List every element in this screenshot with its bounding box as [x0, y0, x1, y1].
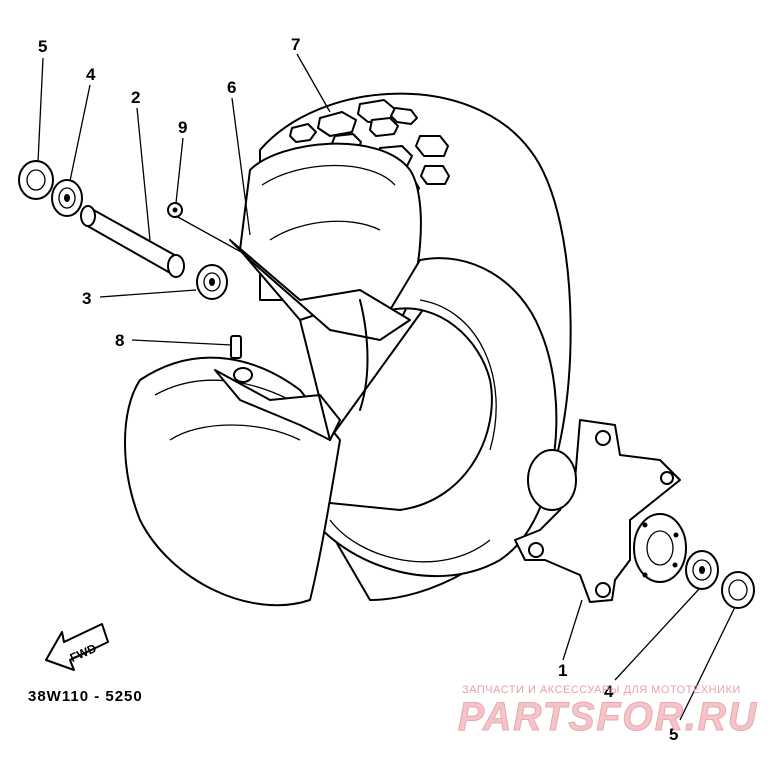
nut	[167, 202, 183, 218]
drawing-code: 38W110 - 5250	[28, 688, 143, 705]
watermark-logo: PARTSFOR.RU	[458, 695, 758, 739]
bearing-right	[685, 550, 719, 590]
callout-5-left: 5	[38, 37, 47, 56]
bearing-center	[196, 264, 228, 300]
watermark-tagline: ЗАПЧАСТИ И АКСЕССУАРЫ ДЛЯ МОТОТЕХНИКИ	[462, 684, 741, 696]
callout-7: 7	[291, 35, 300, 54]
steering-knuckle	[514, 419, 687, 603]
callout-6: 6	[227, 78, 236, 97]
fwd-arrow-icon: FWD	[45, 623, 109, 671]
bearing-left	[51, 179, 83, 217]
oil-seal-left	[18, 160, 54, 200]
callout-4-left: 4	[86, 65, 96, 84]
watermark: ЗАПЧАСТИ И АКСЕССУАРЫ ДЛЯ МОТОТЕХНИКИ PA…	[458, 684, 758, 740]
oil-seal-right	[721, 571, 755, 609]
axle-shaft	[80, 205, 185, 278]
callout-2: 2	[131, 88, 140, 107]
callout-labels: 5 4 2 9 6 7 3 8 1 4 5	[38, 35, 678, 744]
callout-3: 3	[82, 289, 91, 308]
leader-lines	[37, 53, 736, 721]
callout-8: 8	[115, 331, 124, 350]
tire-assembly	[124, 92, 572, 607]
callout-4-right: 4	[604, 682, 614, 701]
callout-1: 1	[558, 661, 567, 680]
callout-9: 9	[178, 118, 187, 137]
callout-5-right: 5	[669, 725, 678, 744]
valve-stem	[230, 335, 253, 383]
